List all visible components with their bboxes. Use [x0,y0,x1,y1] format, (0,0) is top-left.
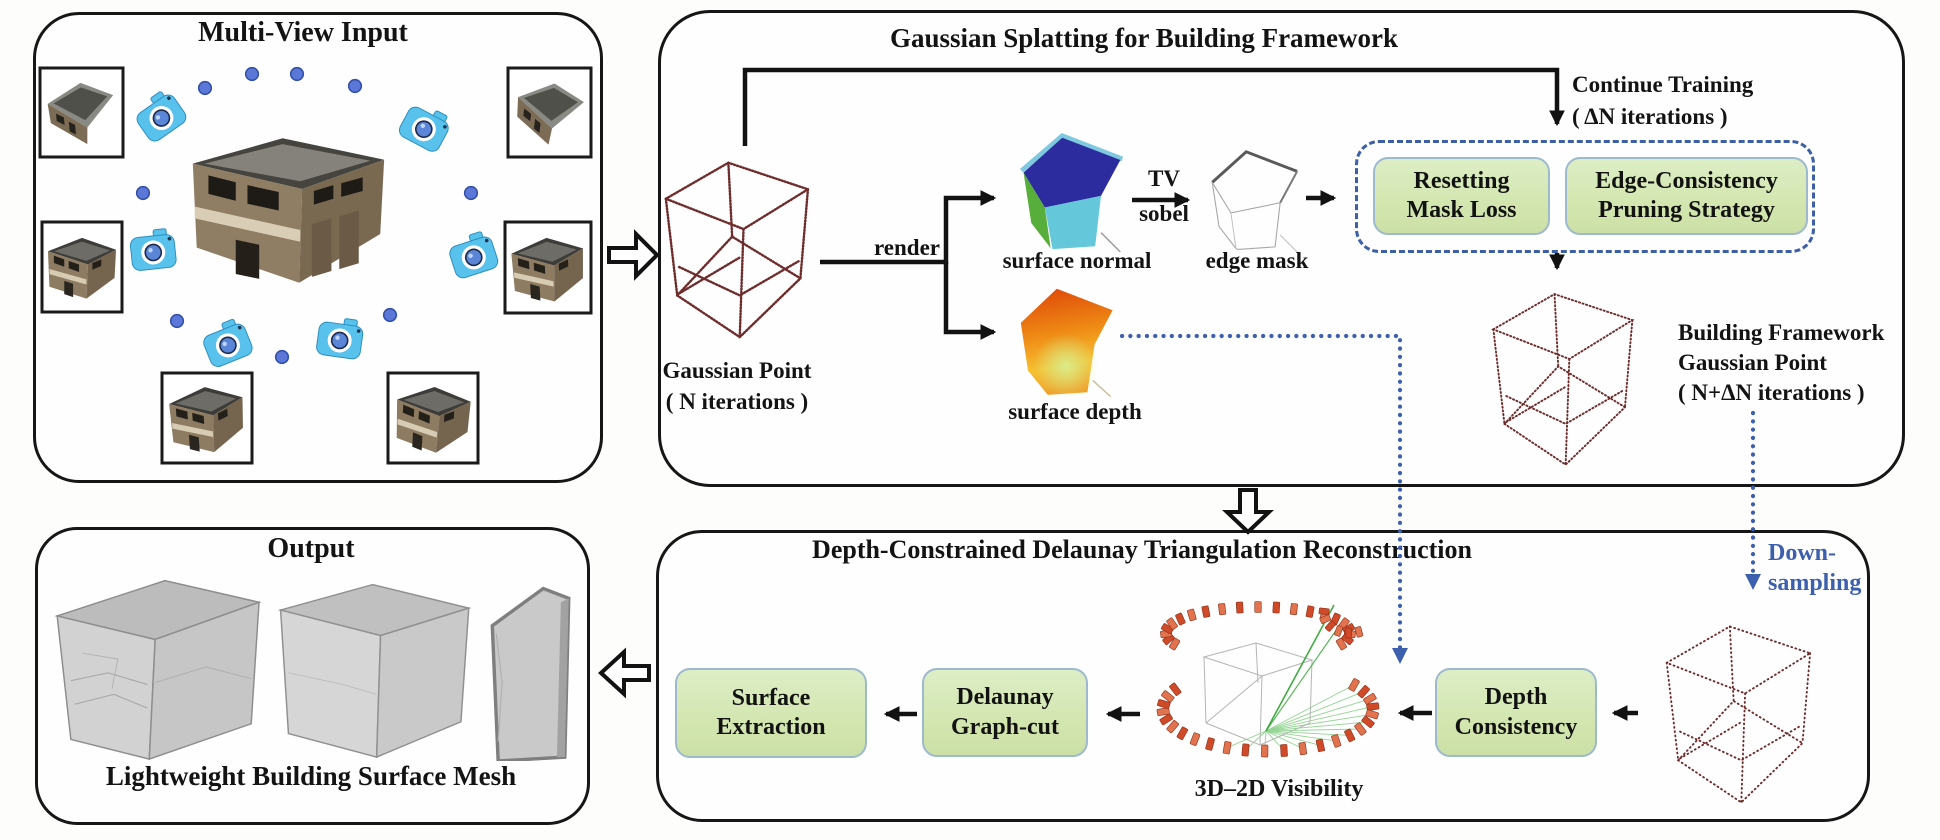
camera-icon [129,86,190,145]
surface-extraction-line1: Surface [731,684,811,711]
camera-icon [198,315,256,370]
delaunay-graph-cut-line1: Delaunay [956,684,1054,711]
continue-training-iterations-label: ( ΔN iterations ) [1572,104,1728,129]
surface-extraction-box: Surface Extraction [675,668,867,758]
output-caption: Lightweight Building Surface Mesh [105,761,517,791]
depth-consistency-line1: Depth [1484,684,1548,711]
mesh-model-1 [54,579,262,761]
camera-icon [445,228,501,281]
surface-depth-image [1010,282,1118,398]
output-title: Output [267,533,355,564]
central-building-image [192,138,385,283]
gaussian-point-iterations-label: ( N iterations ) [665,389,809,414]
surface-extraction-line2: Extraction [716,714,826,740]
delaunay-graph-cut-box: Delaunay Graph-cut [922,668,1088,757]
edge-consistency-line2: Pruning Strategy [1598,197,1775,223]
depth-consistency-box: Depth Consistency [1435,668,1597,757]
sobel-label: sobel [1139,201,1189,226]
gaussian-point-cloud-image [645,146,825,351]
multiview-title: Multi-View Input [198,17,408,48]
camera-icon [395,98,455,155]
block-arrow-left-icon [598,647,651,699]
gaussian-splatting-title: Gaussian Splatting for Building Framewor… [889,23,1399,53]
visibility-label: 3D–2D Visibility [1194,776,1364,802]
resetting-mask-loss-line2: Mask Loss [1406,197,1517,223]
visibility-spiral-image [1156,601,1380,758]
view-thumbnails [38,66,593,465]
delaunay-title: Depth-Constrained Delaunay Triangulation… [812,535,1472,564]
delaunay-graph-cut-line2: Graph-cut [951,713,1059,740]
building-framework-label-line3: ( N+ΔN iterations ) [1678,380,1865,405]
downsampling-label-line2: sampling [1768,570,1862,596]
resetting-mask-loss-line1: Resetting [1413,167,1510,194]
edge-mask-image [1202,145,1304,252]
surface-normal-label: surface normal [1002,248,1152,273]
surface-depth-label: surface depth [1008,399,1142,424]
depth-consistency-line2: Consistency [1454,713,1578,740]
mesh-model-2 [277,583,472,759]
downsampling-label-line1: Down- [1768,540,1837,566]
building-framework-label-line2: Gaussian Point [1678,350,1827,375]
camera-icon [314,314,366,361]
wireframe-box [1202,642,1314,746]
output-mesh-images [54,579,571,761]
downsampled-point-cloud-image [1643,615,1830,811]
building-framework-label-line1: Building Framework [1678,320,1885,345]
gaussian-point-label: Gaussian Point [662,358,812,383]
training-strategy-dashed-box [1355,140,1815,253]
tv-label: TV [1148,166,1180,191]
edge-consistency-pruning-box: Edge-Consistency Pruning Strategy [1565,157,1808,235]
resetting-mask-loss-box: Resetting Mask Loss [1373,157,1550,235]
framework-point-cloud-image [1468,283,1654,473]
render-label: render [873,235,941,260]
multiview-illustration [38,66,593,465]
camera-icon [128,227,178,272]
continue-training-label: Continue Training [1572,72,1754,97]
block-arrow-down-icon [1222,488,1274,535]
edge-consistency-line1: Edge-Consistency [1595,167,1778,194]
edge-mask-label: edge mask [1205,248,1309,273]
surface-normal-image [1010,130,1130,252]
mesh-model-3 [490,586,571,761]
